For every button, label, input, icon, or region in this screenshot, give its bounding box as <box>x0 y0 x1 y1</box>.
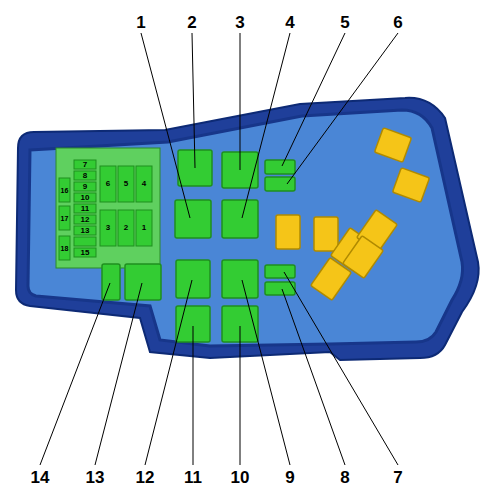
housing-inner <box>28 110 463 346</box>
callout-number: 13 <box>86 469 105 486</box>
callout-number: 9 <box>285 469 294 486</box>
leader-lines <box>40 33 398 465</box>
callout-number: 2 <box>187 14 196 31</box>
fuse-number: 17 <box>61 215 69 222</box>
fuse-number: 11 <box>81 205 89 213</box>
mini-fuses <box>59 160 152 260</box>
fuse-number: 15 <box>81 249 90 257</box>
fuse-number: 7 <box>83 161 87 169</box>
callout-number: 11 <box>184 469 202 486</box>
fuse-number: 6 <box>106 180 110 188</box>
callout-number: 10 <box>231 469 250 486</box>
fuse-number: 1 <box>142 224 146 232</box>
fuse-number: 5 <box>124 180 128 188</box>
fuse-number: 12 <box>81 216 90 224</box>
callout-number: 6 <box>393 14 402 31</box>
yellow-relays <box>276 128 430 301</box>
fuse-number: 18 <box>61 245 69 252</box>
fuse-number: 3 <box>106 224 110 232</box>
callout-number: 5 <box>340 14 349 31</box>
callout-number: 3 <box>235 14 244 31</box>
callout-number: 4 <box>285 14 294 31</box>
callout-number: 14 <box>31 469 50 486</box>
fuse-number: 9 <box>83 183 87 191</box>
fuse-number: 8 <box>83 172 87 180</box>
callout-number: 1 <box>136 14 145 31</box>
fuse-panel <box>56 148 160 268</box>
fuse-number: 10 <box>81 194 90 202</box>
callout-number: 7 <box>393 469 402 486</box>
fuse-number: 13 <box>81 227 90 235</box>
relays <box>102 150 295 342</box>
housing-outer <box>16 98 479 360</box>
callout-number: 12 <box>136 469 155 486</box>
callout-number: 8 <box>340 469 349 486</box>
fuse-number: 16 <box>61 187 69 194</box>
fuse-number: 4 <box>142 180 146 188</box>
fuse-number: 2 <box>124 224 128 232</box>
